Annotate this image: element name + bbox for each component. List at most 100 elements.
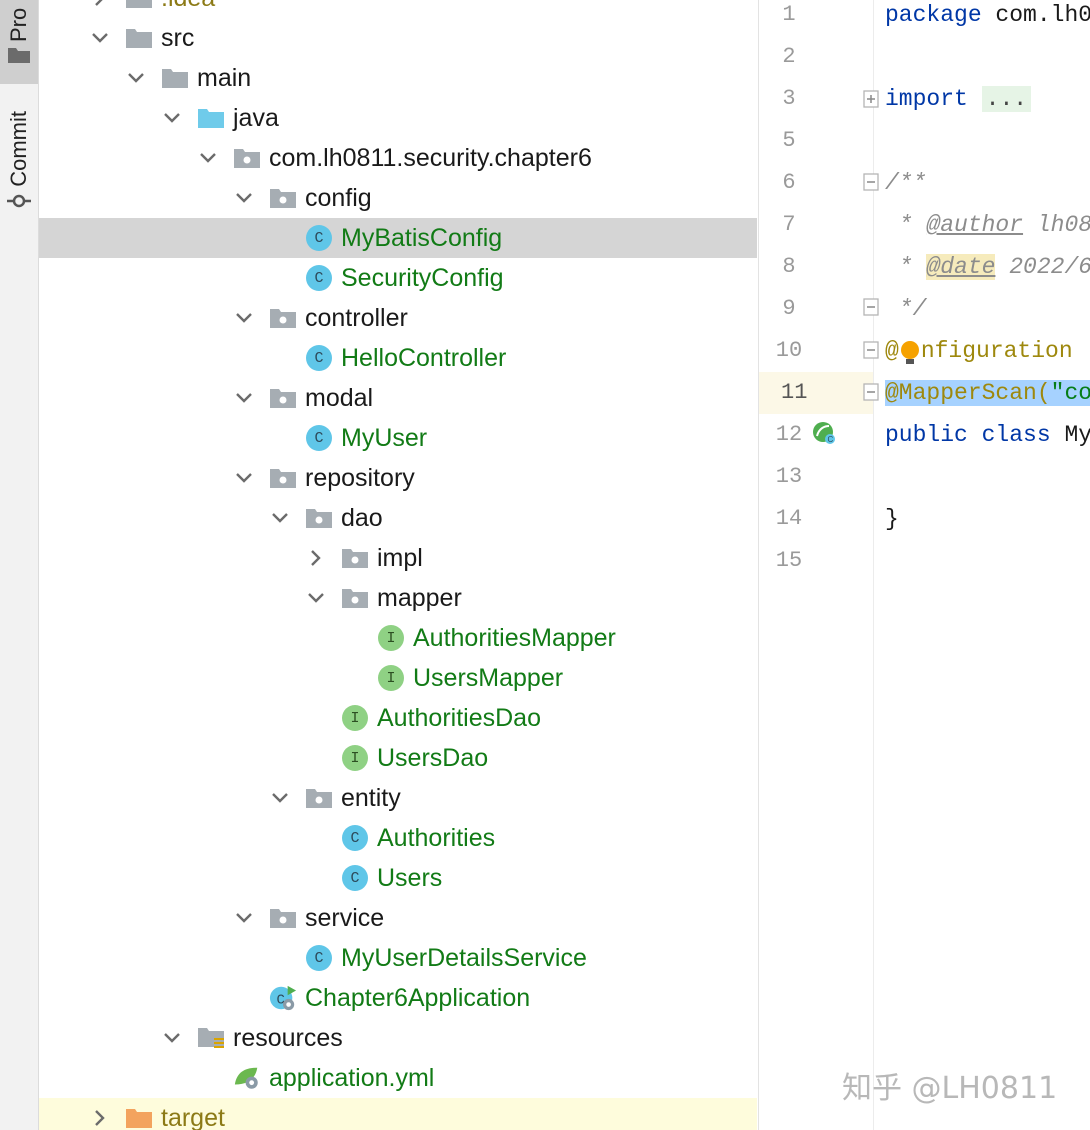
- package-icon: [233, 144, 261, 172]
- project-tool-tab[interactable]: Pro: [0, 0, 38, 84]
- tree-item-label: com.lh0811.security.chapter6: [269, 143, 592, 172]
- chevron-down-icon[interactable]: [125, 67, 147, 89]
- code-line-1[interactable]: package com.lh0: [885, 0, 1090, 36]
- chevron-down-icon[interactable]: [89, 27, 111, 49]
- tree-item-entity[interactable]: entity: [39, 778, 757, 818]
- chevron-down-icon[interactable]: [233, 387, 255, 409]
- package-icon: [341, 584, 369, 612]
- chevron-down-icon[interactable]: [233, 907, 255, 929]
- tree-item-resources[interactable]: resources: [39, 1018, 757, 1058]
- tree-item-label: UsersMapper: [413, 663, 564, 692]
- chevron-right-icon[interactable]: [305, 547, 327, 569]
- chevron-down-icon[interactable]: [269, 787, 291, 809]
- chevron-right-icon[interactable]: [89, 0, 111, 9]
- code-line-8[interactable]: * @date 2022/6: [885, 246, 1090, 288]
- code-line-9[interactable]: */: [885, 296, 927, 322]
- tree-item-dao[interactable]: dao: [39, 498, 757, 538]
- resources-folder-icon: [197, 1024, 225, 1052]
- lightbulb-icon[interactable]: [899, 339, 921, 364]
- spring-bean-icon[interactable]: C: [811, 420, 839, 448]
- line-number: 15: [775, 548, 803, 573]
- tree-item-label: java: [233, 103, 279, 132]
- folder-icon: [8, 48, 30, 63]
- chevron-down-icon[interactable]: [233, 467, 255, 489]
- code-line-6[interactable]: /**: [885, 170, 927, 196]
- tree-item-mapper[interactable]: mapper: [39, 578, 757, 618]
- tree-item-label: modal: [305, 383, 374, 412]
- tree-item-main[interactable]: main: [39, 58, 757, 98]
- package-icon: [341, 544, 369, 572]
- chevron-down-icon[interactable]: [161, 107, 183, 129]
- annotation: @MapperScan(: [885, 380, 1051, 406]
- class-icon: C: [341, 864, 369, 892]
- fold-open-icon[interactable]: [863, 341, 879, 359]
- fold-open-icon[interactable]: [863, 173, 879, 191]
- tree-item-label: HelloController: [341, 343, 507, 372]
- line-number: 11: [759, 372, 873, 414]
- chevron-down-icon[interactable]: [161, 1027, 183, 1049]
- svg-text:C: C: [828, 435, 834, 444]
- chevron-down-icon[interactable]: [305, 587, 327, 609]
- tree-item-java[interactable]: java: [39, 98, 757, 138]
- interface-icon: I: [377, 664, 405, 692]
- tree-item-modal[interactable]: modal: [39, 378, 757, 418]
- tree-item-impl[interactable]: impl: [39, 538, 757, 578]
- tree-item-application-yml[interactable]: application.yml: [39, 1058, 757, 1098]
- line-number: 5: [782, 128, 796, 153]
- tree-item-config[interactable]: config: [39, 178, 757, 218]
- fold-close-icon[interactable]: [863, 298, 879, 316]
- code-line-3[interactable]: import ...: [885, 78, 1032, 120]
- folded-imports[interactable]: ...: [981, 86, 1032, 112]
- package-icon: [269, 184, 297, 212]
- tool-window-strip: Pro Commit: [0, 0, 39, 1130]
- project-tree[interactable]: .ideasrcmain java com.lh0811.security.chap…: [39, 0, 757, 1130]
- tree-item-repository[interactable]: repository: [39, 458, 757, 498]
- code-line-10[interactable]: @nfiguration: [885, 330, 1073, 372]
- chevron-down-icon[interactable]: [233, 187, 255, 209]
- code-text: lh08: [1023, 212, 1090, 238]
- tree-item-idea[interactable]: .idea: [39, 0, 757, 18]
- tree-item-label: repository: [305, 463, 415, 492]
- tree-item-target[interactable]: target: [39, 1098, 757, 1130]
- tree-item-com-lh0811-security-chapter6[interactable]: com.lh0811.security.chapter6: [39, 138, 757, 178]
- tree-item-label: entity: [341, 783, 401, 812]
- code-line-7[interactable]: * @author lh08: [885, 204, 1090, 246]
- commit-tool-tab[interactable]: Commit: [0, 100, 38, 220]
- code-line-14[interactable]: }: [885, 506, 899, 532]
- line-number: 12: [775, 422, 803, 447]
- folder-icon: [161, 64, 189, 92]
- code-line-11[interactable]: @MapperScan("co: [885, 372, 1090, 414]
- chevron-down-icon[interactable]: [269, 507, 291, 529]
- chevron-right-icon[interactable]: [89, 1107, 111, 1129]
- watermark: 知乎 @LH0811: [842, 1071, 1058, 1106]
- tree-item-label: MyBatisConfig: [341, 223, 503, 252]
- chevron-down-icon[interactable]: [197, 147, 219, 169]
- fold-close-icon[interactable]: [863, 383, 879, 401]
- tree-item-label: impl: [377, 543, 423, 572]
- package-icon: [269, 384, 297, 412]
- tree-item-service[interactable]: service: [39, 898, 757, 938]
- line-number: 2: [782, 44, 796, 69]
- class-icon: C: [305, 424, 333, 452]
- code-line-12[interactable]: public class My: [885, 414, 1090, 456]
- code-text: My: [1050, 422, 1090, 448]
- fold-plus-icon[interactable]: [863, 90, 879, 108]
- chevron-down-icon[interactable]: [233, 307, 255, 329]
- tree-item-src[interactable]: src: [39, 18, 757, 58]
- tree-item-usersmapper[interactable]: I UsersMapper: [39, 658, 757, 698]
- tree-item-controller[interactable]: controller: [39, 298, 757, 338]
- line-number: 10: [775, 338, 803, 363]
